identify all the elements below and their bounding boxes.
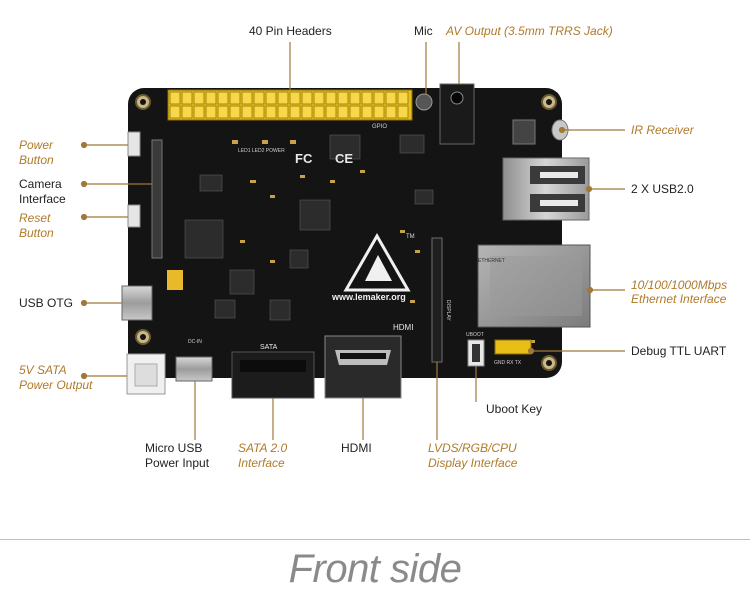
mounting-holes [135, 94, 557, 371]
header-pin [349, 91, 361, 105]
display-connector [431, 237, 443, 363]
svg-text:HDMI: HDMI [393, 323, 413, 332]
uart-pins-part [494, 339, 532, 355]
svg-text:TM: TM [406, 234, 415, 240]
header-pin [241, 91, 253, 105]
svg-text:CE: CE [335, 151, 353, 166]
label-ir-receiver: IR Receiver [631, 123, 694, 137]
svg-text:UBOOT: UBOOT [466, 332, 484, 338]
header-pin [385, 91, 397, 105]
leader-lines [80, 42, 625, 440]
header-pin [205, 105, 217, 119]
label-micro-usb-line1: Micro USB [145, 441, 203, 455]
header-pin [301, 91, 313, 105]
label-camera-line2: Interface [19, 192, 66, 206]
header-pin [229, 105, 241, 119]
svg-text:ETHERNET: ETHERNET [478, 258, 505, 264]
board-illustration: FC CE www.lemaker.org TM GPIO LED1 LED2 … [80, 42, 625, 440]
ir-receiver-part [512, 119, 536, 145]
board-website: www.lemaker.org [331, 292, 406, 302]
header-pin [289, 91, 301, 105]
label-sata-power-line2: Power Output [19, 378, 93, 392]
label-sata-power-line1: 5V SATA [19, 363, 67, 377]
header-pin [361, 105, 373, 119]
label-sata-line1: SATA 2.0 [238, 441, 288, 455]
svg-text:GND RX TX: GND RX TX [494, 360, 522, 366]
header-pin [253, 91, 265, 105]
svg-text:LED1 LED2 POWER: LED1 LED2 POWER [238, 148, 285, 154]
header-pin [361, 91, 373, 105]
footer-title: Front side [288, 547, 462, 591]
lemaker-logo [343, 232, 411, 292]
label-reset-line2: Button [19, 226, 54, 240]
header-pin [301, 105, 313, 119]
header-pin [349, 105, 361, 119]
label-micro-usb-line2: Power Input [145, 456, 210, 470]
usb-otg-part [121, 285, 153, 321]
reset-button-part [127, 204, 141, 228]
pcb [128, 88, 562, 378]
label-uboot-key: Uboot Key [486, 402, 543, 416]
header-pin [217, 91, 229, 105]
header-pin [193, 105, 205, 119]
label-usb-otg: USB OTG [19, 296, 74, 310]
header-pin [169, 105, 181, 119]
label-camera-line1: Camera [19, 177, 62, 191]
header-pin [217, 105, 229, 119]
header-pin [181, 105, 193, 119]
label-av-output: AV Output (3.5mm TRRS Jack) [446, 24, 613, 38]
label-sata-line2: Interface [238, 456, 285, 470]
footer-divider [0, 539, 750, 540]
header-pin [373, 91, 385, 105]
header-pin [265, 91, 277, 105]
power-button-part [127, 131, 141, 157]
label-pin-headers: 40 Pin Headers [249, 24, 332, 38]
camera-connector [151, 139, 163, 259]
header-pin [325, 105, 337, 119]
header-pin [253, 105, 265, 119]
header-pin [205, 91, 217, 105]
header-pin [397, 105, 409, 119]
label-power-line1: Power [19, 138, 54, 152]
pin-header [167, 89, 413, 121]
header-pin [325, 91, 337, 105]
label-usb2: 2 X USB2.0 [631, 182, 694, 196]
header-pin [337, 105, 349, 119]
header-pin [265, 105, 277, 119]
header-pin [277, 91, 289, 105]
header-pin [193, 91, 205, 105]
header-pin [169, 91, 181, 105]
header-pin [337, 91, 349, 105]
label-lvds-line1: LVDS/RGB/CPU [428, 441, 517, 455]
header-pin [313, 91, 325, 105]
label-ethernet-line2: Ethernet Interface [631, 292, 727, 306]
header-pin [229, 91, 241, 105]
label-lvds-line2: Display Interface [428, 456, 518, 470]
header-pin [181, 91, 193, 105]
label-power-line2: Button [19, 153, 54, 167]
header-pin [277, 105, 289, 119]
svg-text:SATA: SATA [260, 344, 278, 351]
header-pin [373, 105, 385, 119]
header-pin [241, 105, 253, 119]
svg-text:FC: FC [295, 151, 313, 166]
header-pin [289, 105, 301, 119]
hdmi-part [324, 335, 402, 399]
svg-text:DC-IN: DC-IN [188, 339, 202, 345]
micro-usb-part [175, 356, 213, 382]
header-pin [397, 91, 409, 105]
label-hdmi: HDMI [341, 441, 372, 455]
header-pin [385, 105, 397, 119]
header-pin [313, 105, 325, 119]
svg-text:GPIO: GPIO [372, 124, 387, 130]
label-debug-uart: Debug TTL UART [631, 344, 727, 358]
svg-text:DISPLAY: DISPLAY [445, 300, 451, 321]
sata-part [231, 351, 315, 399]
label-reset-line1: Reset [19, 211, 51, 225]
label-ethernet-line1: 10/100/1000Mbps [631, 278, 728, 292]
label-mic: Mic [414, 24, 433, 38]
